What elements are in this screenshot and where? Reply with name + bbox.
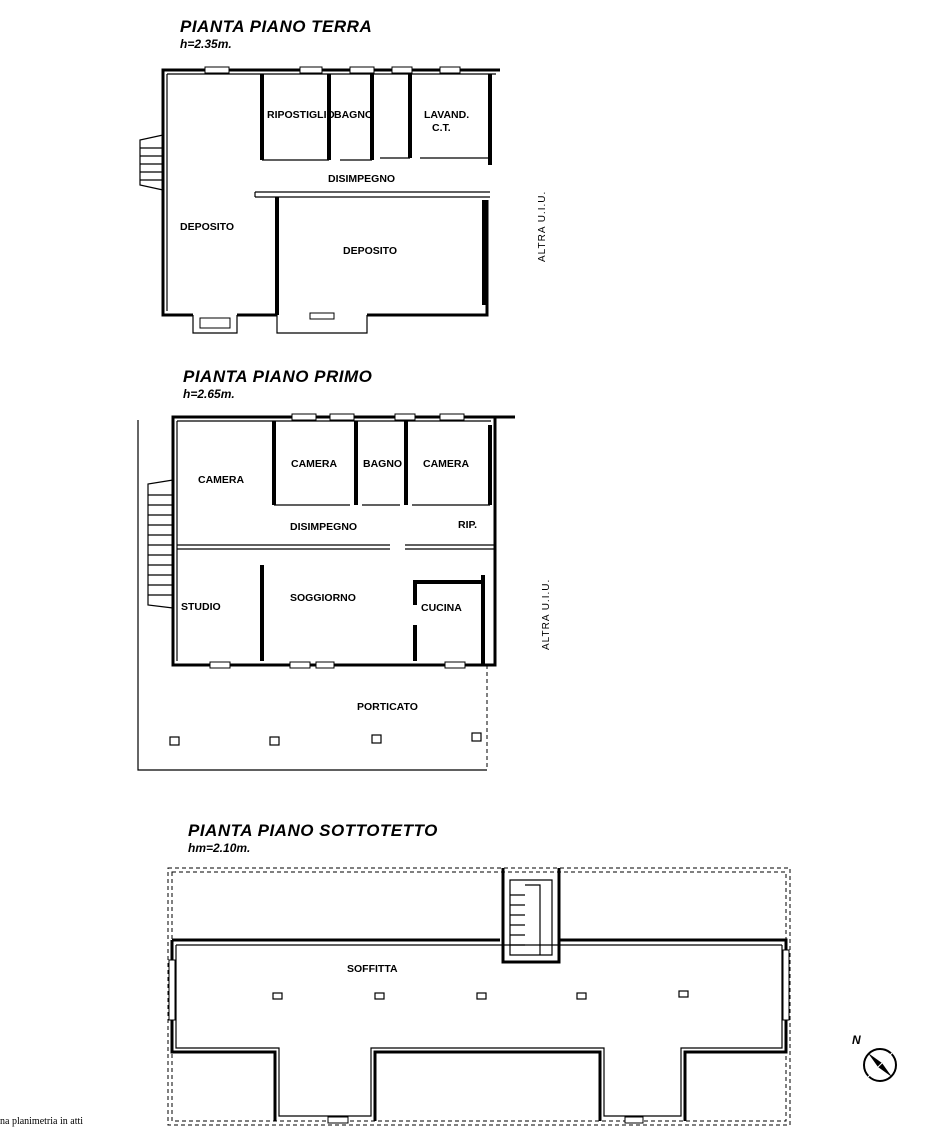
skylight — [576, 992, 587, 1000]
room-label: STUDIO — [181, 601, 221, 613]
window — [444, 661, 466, 669]
room-label: CAMERA — [291, 458, 337, 470]
attic-wall — [175, 944, 783, 1117]
window — [199, 317, 231, 329]
attic-height: hm=2.10m. — [188, 841, 250, 855]
ground-floor-height: h=2.35m. — [180, 37, 232, 51]
first-floor-outer-wall — [171, 415, 515, 667]
first-floor-partitions — [272, 421, 492, 505]
room-label: CUCINA — [421, 602, 462, 614]
room-label: SOFFITTA — [347, 963, 398, 975]
skylight — [374, 992, 385, 1000]
window — [329, 413, 355, 421]
first-floor-partitions — [260, 565, 483, 661]
room-label: CAMERA — [198, 474, 244, 486]
window — [291, 413, 317, 421]
north-arrow: N — [852, 1033, 897, 1082]
room-label: CAMERA — [423, 458, 469, 470]
room-label: SOGGIORNO — [290, 592, 356, 604]
porch-column — [169, 736, 180, 746]
attic-title: PIANTA PIANO SOTTOTETTO — [188, 821, 438, 840]
compass-icon — [867, 1052, 893, 1078]
window — [168, 959, 176, 1021]
roof-outline — [171, 871, 787, 1122]
room-label: DISIMPEGNO — [328, 173, 395, 185]
ground-floor-partitions — [260, 74, 492, 165]
first-floor-height: h=2.65m. — [183, 387, 235, 401]
skylight — [476, 992, 487, 1000]
window — [289, 661, 311, 669]
room-label: DEPOSITO — [180, 221, 234, 233]
footer-note: na planimetria in atti — [0, 1116, 83, 1127]
room-label: BAGNO — [363, 458, 402, 470]
room-label: LAVAND. — [424, 109, 469, 121]
room-label: DEPOSITO — [343, 245, 397, 257]
first-floor-plan: PIANTA PIANO PRIMO h=2.65m. CAMERA CAMER… — [137, 367, 552, 771]
ground-floor-inner-wall-line — [166, 73, 496, 334]
first-floor-title: PIANTA PIANO PRIMO — [183, 367, 372, 386]
first-floor-inner-wall-line — [176, 420, 491, 661]
porch-column — [269, 736, 280, 746]
window — [394, 413, 416, 421]
room-label: C.T. — [432, 122, 451, 134]
adjacent-unit-label: ALTRA U.I.U. — [541, 579, 552, 650]
corridor-wall — [254, 191, 490, 198]
window — [204, 66, 230, 74]
ground-floor-partitions — [262, 157, 490, 161]
window — [782, 949, 790, 1021]
porch-column — [471, 732, 482, 742]
stair-well — [509, 879, 553, 956]
ground-floor-plan: PIANTA PIANO TERRA h=2.35m. RIPOSTIGLIO … — [139, 17, 548, 334]
window — [624, 1116, 644, 1124]
window — [209, 661, 231, 669]
window — [439, 66, 461, 74]
room-label: PORTICATO — [357, 701, 418, 713]
porch-column — [371, 734, 382, 744]
ground-floor-title: PIANTA PIANO TERRA — [180, 17, 372, 36]
room-label: RIP. — [458, 519, 477, 531]
room-label: DISIMPEGNO — [290, 521, 357, 533]
corridor-wall — [177, 544, 495, 550]
external-stair — [139, 134, 164, 191]
stair-well — [501, 868, 561, 964]
window — [299, 66, 323, 74]
north-label: N — [852, 1033, 861, 1047]
room-label: BAGNO — [334, 109, 373, 121]
window — [315, 661, 335, 669]
attic-wall — [170, 938, 788, 1121]
porch-outline — [137, 420, 487, 771]
window — [327, 1116, 349, 1124]
window — [391, 66, 413, 74]
roof-outline — [167, 867, 791, 1126]
adjacent-unit-label: ALTRA U.I.U. — [537, 191, 548, 262]
window — [309, 312, 335, 320]
ground-floor-outer-wall — [161, 68, 500, 317]
skylight — [678, 990, 689, 998]
window — [349, 66, 375, 74]
skylight — [272, 992, 283, 1000]
attic-floor-plan: PIANTA PIANO SOTTOTETTO hm=2.10m. SOFFIT… — [167, 821, 791, 1126]
window — [439, 413, 465, 421]
external-stair — [147, 479, 174, 609]
room-label: RIPOSTIGLIO — [267, 109, 335, 121]
